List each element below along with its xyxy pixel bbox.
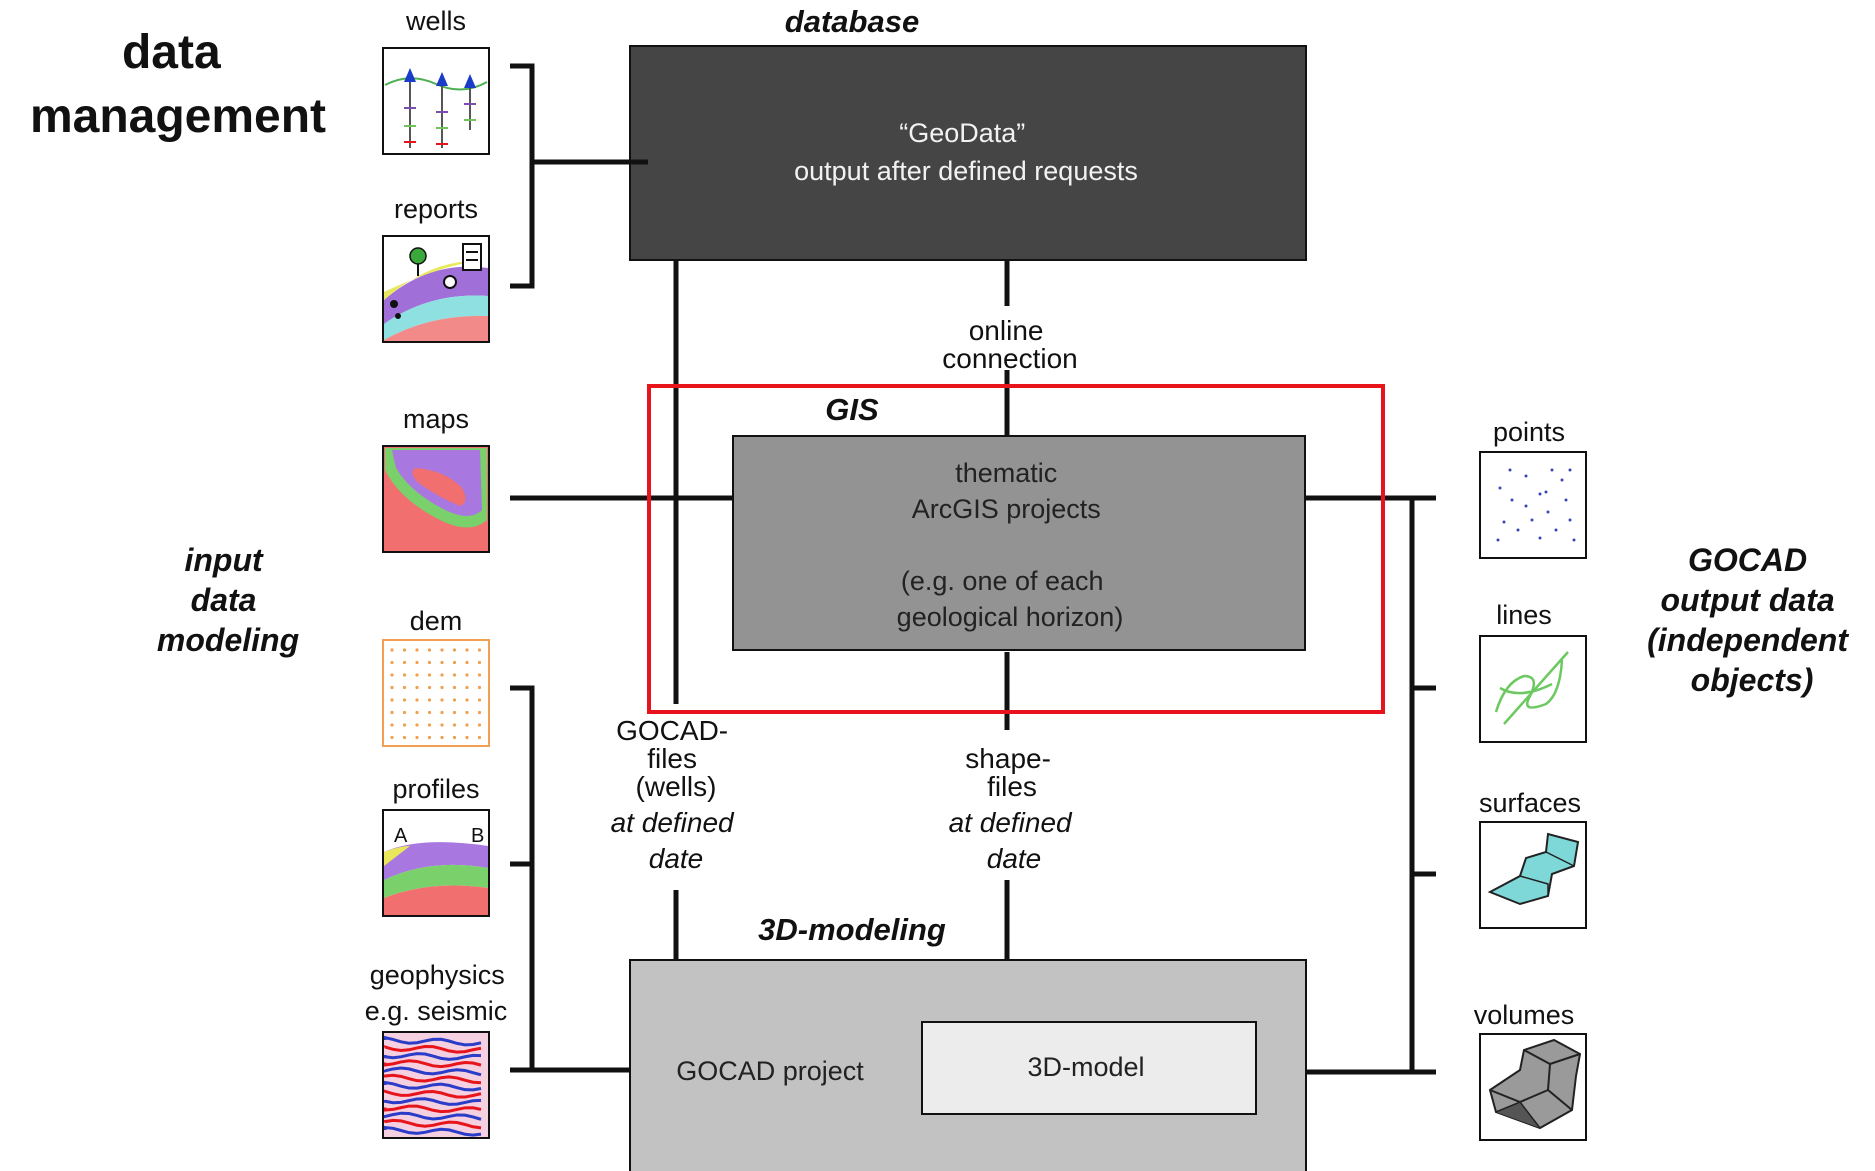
geophysics-label: geophysics e.g. seismic: [365, 960, 513, 1026]
wells-label: wells: [405, 6, 466, 36]
data-management-title: data management: [30, 26, 326, 143]
lines-label: lines: [1496, 600, 1552, 630]
surfaces-icon: [1479, 821, 1587, 929]
lines-icon: [1479, 635, 1587, 743]
maps-label: maps: [403, 404, 469, 434]
database-box: [629, 45, 1307, 261]
gis-highlight-frame: [647, 384, 1385, 714]
profiles-label: profiles: [392, 774, 479, 804]
points-label: points: [1493, 417, 1565, 447]
reports-icon: [382, 235, 490, 343]
3d-model-label: 3D-model: [1027, 1052, 1144, 1082]
volumes-label: volumes: [1474, 1000, 1575, 1030]
gis-box: [732, 435, 1306, 651]
3d-modeling-title: 3D-modeling: [758, 912, 946, 947]
surfaces-label: surfaces: [1479, 788, 1581, 818]
seismic-icon: [382, 1031, 490, 1139]
online-connection-label: online connection: [942, 315, 1077, 374]
input-bracket-bottom: [510, 685, 535, 1070]
database-title: database: [785, 4, 919, 39]
reports-label: reports: [394, 194, 478, 224]
shape-files-date-label: at defined date: [949, 807, 1080, 874]
profiles-icon: A B: [382, 809, 490, 917]
3d-model-box: [921, 1021, 1257, 1115]
profile-b-label: B: [471, 825, 484, 847]
gis-text: thematic ArcGIS projects (e.g. one of ea…: [897, 458, 1124, 632]
maps-icon: [382, 445, 490, 553]
gocad-output-data-title: GOCAD output data (independent objects): [1647, 542, 1857, 698]
profile-a-label: A: [394, 825, 408, 847]
gocad-files-label: GOCAD- files (wells): [616, 715, 736, 802]
dem-icon: [382, 639, 490, 747]
input-bracket-top: [510, 63, 535, 289]
gocad-files-date-label: at defined date: [611, 807, 742, 874]
volumes-icon: [1479, 1033, 1587, 1141]
shape-files-label: shape- files: [965, 743, 1058, 802]
gis-title: GIS: [825, 392, 879, 427]
database-text: “GeoData” output after defined requests: [794, 118, 1138, 186]
dem-label: dem: [410, 606, 463, 636]
points-icon: [1479, 451, 1587, 559]
gocad-project-label: GOCAD project: [676, 1056, 864, 1086]
wells-icon: [382, 47, 490, 155]
input-data-modeling-title: input data modeling: [157, 542, 299, 658]
